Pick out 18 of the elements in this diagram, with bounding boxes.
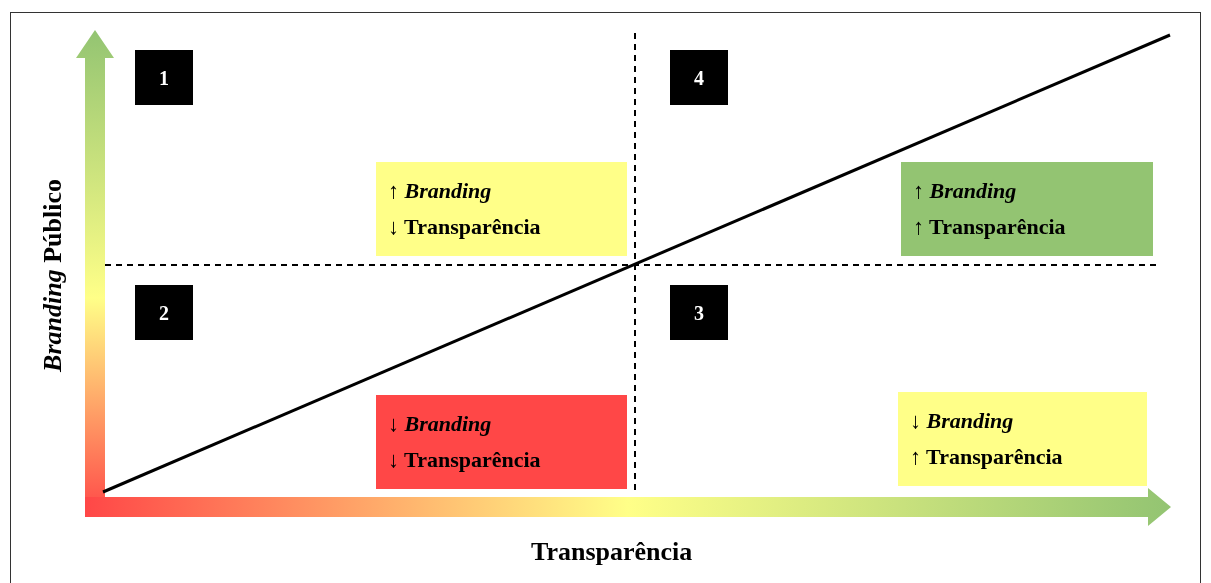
axis-label: Transparência: [531, 536, 693, 568]
number-box: 4: [670, 50, 728, 105]
quadrant-text: ↓ Transparência: [388, 449, 542, 471]
number-box: 1: [135, 50, 193, 105]
quadrant-text: ↓ Branding: [388, 413, 493, 435]
quadrant-box: [901, 162, 1153, 256]
quadrant-box: [898, 392, 1147, 486]
quadrant-text: ↑ Transparência: [910, 446, 1064, 468]
quadrant-text: ↑ Branding: [913, 180, 1018, 202]
quadrant-text: ↑ Branding: [388, 180, 493, 202]
axis-label: Branding Público: [36, 178, 68, 372]
quadrant-box: [376, 395, 627, 489]
number-box: 2: [135, 285, 193, 340]
quadrant-text: ↓ Transparência: [388, 216, 542, 238]
number-box: 3: [670, 285, 728, 340]
quadrant-box: [376, 162, 627, 256]
quadrant-text: ↓ Branding: [910, 410, 1015, 432]
quadrant-text: ↑ Transparência: [913, 216, 1067, 238]
